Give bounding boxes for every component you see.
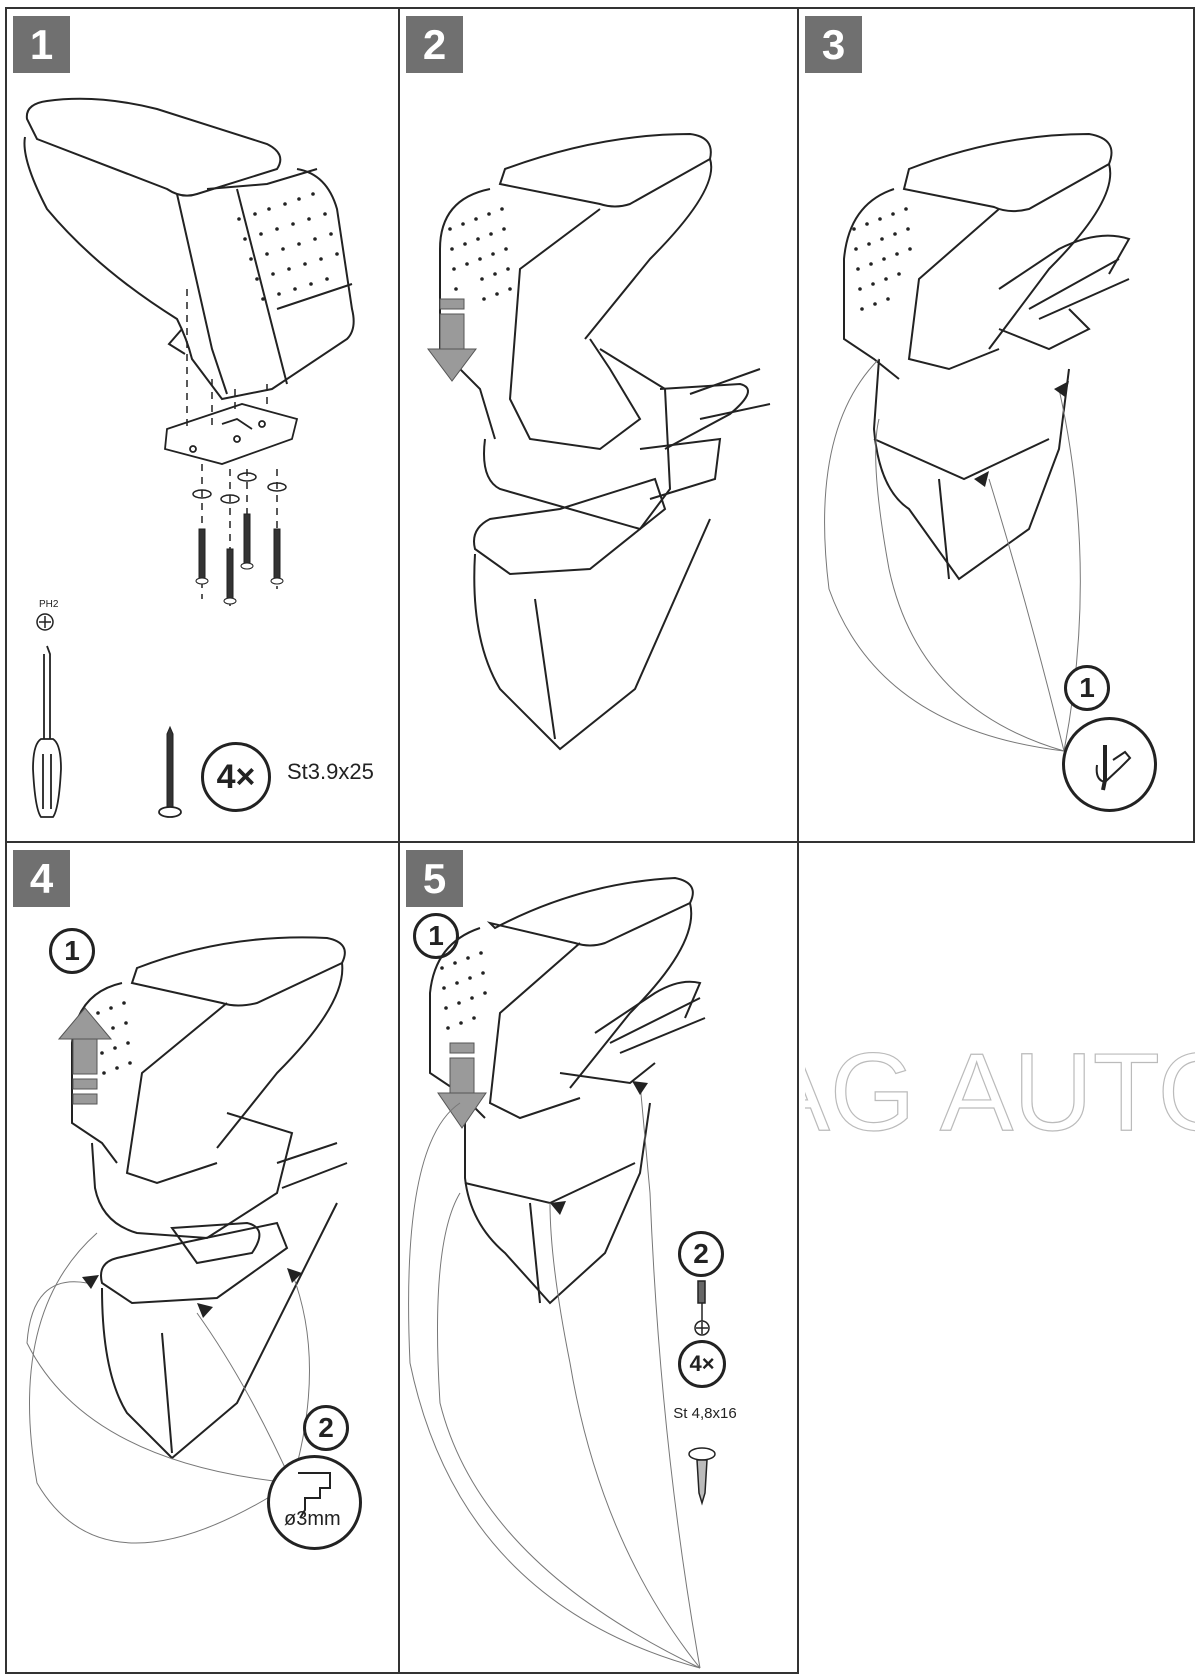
guide-lines (408, 1082, 701, 1669)
marker-arrow-icon (550, 1081, 648, 1215)
screwdriver-icon (32, 645, 62, 818)
armrest-icon (26, 936, 348, 1544)
step-panel-2: 2 (398, 7, 799, 843)
substep-number: 2 (303, 1405, 349, 1451)
step-number-badge: 3 (805, 16, 862, 73)
substep-number: 1 (1064, 665, 1110, 711)
guide-lines (26, 1232, 310, 1544)
step-panel-1: 1 (5, 7, 400, 843)
screwdriver-icon (697, 1280, 706, 1321)
perforation-pattern (448, 207, 512, 301)
screw-icon (688, 1447, 716, 1506)
armrest-icon (427, 132, 771, 751)
drill-size-label: ø3mm (284, 1508, 341, 1530)
watermark-text: AG AUTO (805, 1031, 1195, 1150)
hand-marking-icon (1062, 717, 1157, 812)
down-arrow-icon (427, 298, 477, 382)
pen-hand-icon (1095, 745, 1132, 791)
screw-icon (195, 513, 284, 605)
step-panel-3: 3 1 (797, 7, 1195, 843)
armrest-icon (23, 97, 355, 818)
drill-icon: ø3mm (267, 1455, 362, 1550)
washer-icon (192, 472, 287, 504)
armrest-icon (408, 876, 716, 1669)
mounting-bracket-icon (164, 403, 299, 465)
marker-arrow-icon (974, 381, 1069, 487)
screw-icon (158, 725, 182, 818)
step-number-badge: 2 (406, 16, 463, 73)
quantity-badge: 4× (678, 1340, 726, 1388)
step-panel-5: 5 1 (398, 841, 799, 1674)
quantity-badge: 4× (201, 742, 271, 812)
step-number-badge: 5 (406, 850, 463, 907)
armrest-icon (824, 132, 1131, 752)
tool-size-label: PH2 (39, 599, 59, 610)
screw-spec-label: St 4,8x16 (673, 1405, 737, 1422)
substep-number: 1 (49, 928, 95, 974)
up-arrow-icon (57, 1007, 113, 1105)
screw-spec-label: St3.9x25 (287, 759, 374, 784)
step-number-badge: 1 (13, 16, 70, 73)
marker-arrow-icon (82, 1268, 302, 1318)
substep-number: 2 (678, 1231, 724, 1277)
down-arrow-icon (437, 1042, 487, 1129)
guide-lines (824, 358, 1081, 752)
substep-number: 1 (413, 913, 459, 959)
watermark: AG AUTO (805, 1030, 1195, 1150)
perforation-pattern (440, 951, 487, 1030)
phillips-bit-icon (694, 1320, 710, 1336)
perforation-pattern (852, 207, 912, 311)
step-panel-4: 4 1 (5, 841, 400, 1674)
phillips-bit-icon (36, 613, 54, 631)
drill-bit-icon (298, 1472, 331, 1519)
perforation-pattern (237, 192, 339, 301)
step-number-badge: 4 (13, 850, 70, 907)
